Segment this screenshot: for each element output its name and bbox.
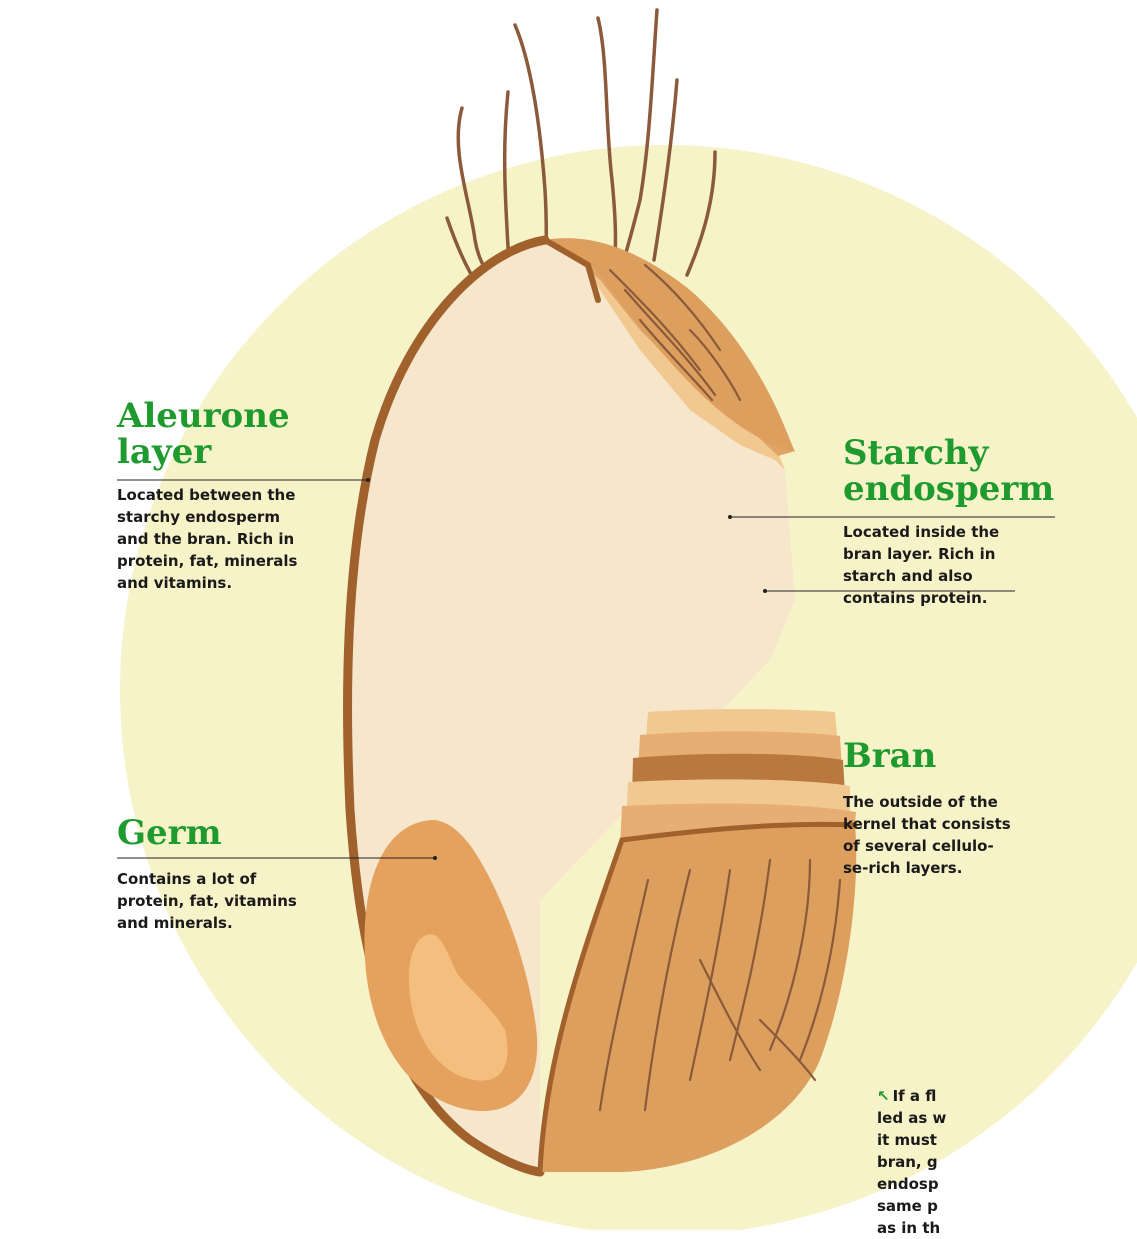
starchy-desc-line: starch and also bbox=[843, 565, 1054, 587]
note-line: same p bbox=[877, 1195, 1137, 1217]
label-bran: Bran The outside of the kernel that cons… bbox=[843, 738, 1011, 879]
aleurone-desc-line: and vitamins. bbox=[117, 572, 297, 594]
label-aleurone: Aleurone layer Located between the starc… bbox=[117, 398, 297, 594]
germ-description: Contains a lot of protein, fat, vitamins… bbox=[117, 868, 297, 934]
aleurone-title: Aleurone layer bbox=[117, 398, 297, 470]
aleurone-desc-line: starchy endosperm bbox=[117, 506, 297, 528]
arrow-up-left-icon: ↖ bbox=[877, 1087, 890, 1105]
note-line: ↖If a fl bbox=[877, 1085, 1137, 1107]
germ-title: Germ bbox=[117, 815, 297, 851]
note-line: it must bbox=[877, 1129, 1137, 1151]
starchy-title: Starchy endosperm bbox=[843, 435, 1054, 507]
starchy-title-line1: Starchy bbox=[843, 435, 1054, 471]
starchy-description: Located inside the bran layer. Rich in s… bbox=[843, 521, 1054, 609]
note-line: led as w bbox=[877, 1107, 1137, 1129]
bran-desc-line: of several cellulo- bbox=[843, 835, 1011, 857]
note-line: bran, g bbox=[877, 1151, 1137, 1173]
germ-desc-line: and minerals. bbox=[117, 912, 297, 934]
starchy-desc-line: contains protein. bbox=[843, 587, 1054, 609]
note-line: as in th bbox=[877, 1217, 1137, 1239]
label-starchy-endosperm: Starchy endosperm Located inside the bra… bbox=[843, 435, 1054, 609]
bran-title: Bran bbox=[843, 738, 1011, 774]
bran-desc-line: se-rich layers. bbox=[843, 857, 1011, 879]
aleurone-description: Located between the starchy endosperm an… bbox=[117, 484, 297, 594]
aleurone-desc-line: Located between the bbox=[117, 484, 297, 506]
aleurone-desc-line: and the bran. Rich in bbox=[117, 528, 297, 550]
starchy-title-line2: endosperm bbox=[843, 471, 1054, 507]
bran-description: The outside of the kernel that consists … bbox=[843, 791, 1011, 879]
cutoff-note: ↖If a fl led as w it must bran, g endosp… bbox=[877, 1085, 1137, 1239]
aleurone-desc-line: protein, fat, minerals bbox=[117, 550, 297, 572]
label-germ: Germ Contains a lot of protein, fat, vit… bbox=[117, 815, 297, 934]
starchy-desc-line: bran layer. Rich in bbox=[843, 543, 1054, 565]
bran-desc-line: The outside of the bbox=[843, 791, 1011, 813]
aleurone-title-line2: layer bbox=[117, 434, 297, 470]
germ-desc-line: Contains a lot of bbox=[117, 868, 297, 890]
note-text: If a fl bbox=[893, 1087, 937, 1105]
starchy-desc-line: Located inside the bbox=[843, 521, 1054, 543]
aleurone-title-line1: Aleurone bbox=[117, 398, 297, 434]
note-line: endosp bbox=[877, 1173, 1137, 1195]
bran-desc-line: kernel that consists bbox=[843, 813, 1011, 835]
germ-desc-line: protein, fat, vitamins bbox=[117, 890, 297, 912]
